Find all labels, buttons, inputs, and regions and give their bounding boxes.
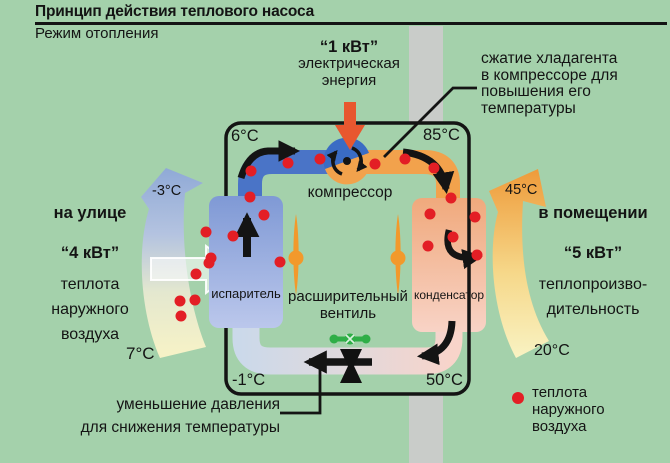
rotation-arrow-icon [351, 146, 368, 172]
inside-power-value: “5 кВт” [563, 244, 623, 262]
heat-dot [471, 249, 483, 261]
electric-input-arrow [335, 102, 365, 150]
flow-arrows [234, 140, 483, 374]
heat-dot [174, 295, 186, 307]
heat-dot [445, 192, 457, 204]
heat-dot [314, 153, 326, 165]
heat-dot [274, 256, 286, 268]
evaporator-box [209, 196, 283, 328]
expansion-valve-label-line: расширительный [288, 288, 408, 305]
heat-exchange-spindle-icons [288, 214, 406, 295]
to-compressor-arrow [237, 140, 301, 180]
heat-dot [244, 191, 256, 203]
heat-dot [258, 209, 270, 221]
heat-dot [200, 226, 212, 238]
indoor-air-in-temp: 20°C [534, 342, 570, 359]
valve-note: уменьшение давления для снижения темпера… [48, 393, 280, 439]
outside-desc-line: наружного [51, 301, 129, 318]
inside-desc-line: теплопроизво- [538, 276, 648, 293]
legend: теплота наружного воздуха [512, 384, 632, 435]
inside-label: в помещении [538, 204, 648, 222]
indoor-heat-arrow [489, 169, 549, 358]
heat-dot [282, 157, 294, 169]
outside-label: на улице [53, 204, 127, 222]
heat-dot [399, 153, 411, 165]
heat-dot [175, 310, 187, 322]
heat-dot [190, 268, 202, 280]
inside-desc-line: дительность [546, 301, 640, 318]
valve-note-line: уменьшение давления [116, 396, 280, 413]
mode-subtitle: Режим отопления [35, 25, 159, 42]
heat-dot [424, 208, 436, 220]
condenser-exit-arrow [416, 320, 456, 366]
heat-dot [469, 211, 481, 223]
heat-dot [205, 252, 217, 264]
electric-power-value: “1 кВт” [319, 38, 379, 56]
legend-text: теплота наружного воздуха [532, 384, 632, 435]
wall-lower [409, 395, 443, 463]
expansion-valve-label-line: вентиль [319, 304, 377, 322]
evaporator-label: испаритель [211, 286, 281, 301]
indoor-heat-out-temp: 45°C [505, 182, 538, 198]
legend-line: теплота [532, 384, 588, 401]
heat-dot [227, 230, 239, 242]
compressor-icon [323, 137, 371, 185]
page-title: Принцип действия теплового насоса [35, 3, 315, 20]
temp-after-compressor: 85°C [423, 126, 460, 144]
compression-note-line: в компрессоре для [481, 66, 618, 84]
legend-line: воздуха [532, 418, 587, 435]
heat-dots-layer [174, 153, 483, 322]
cold-vapor-pipe [238, 150, 346, 206]
compressor-label: компрессор [307, 184, 393, 201]
temp-after-condenser: 50°C [426, 371, 463, 389]
legend-line: наружного [532, 401, 605, 418]
heat-dot [245, 165, 257, 177]
outside-power-value: “4 кВт” [60, 244, 120, 262]
heat-dot [369, 158, 381, 170]
outdoor-air-out-temp: -3°C [152, 183, 182, 199]
title-underline [35, 22, 667, 25]
compression-note-line: повышения его [481, 83, 591, 100]
temp-after-valve: -1°C [232, 371, 266, 389]
compression-note: сжатие хладагента в компрессоре для повы… [481, 50, 618, 117]
heat-dot [189, 294, 201, 306]
outside-desc-line: воздуха [60, 326, 120, 343]
heat-dot [428, 162, 440, 174]
legend-heat-dot-icon [512, 392, 524, 404]
electric-desc-line: электрическая [298, 55, 400, 73]
outside-desc-line: теплота [60, 276, 120, 293]
compression-note-connector [383, 86, 477, 158]
heat-dot [422, 240, 434, 252]
wall-upper [409, 26, 443, 123]
temp-after-evaporator: 6°C [231, 127, 259, 145]
outdoor-air-in-temp: 7°C [126, 344, 155, 363]
compression-note-line: температуры [481, 99, 576, 117]
valve-note-line: для снижения температуры [80, 419, 280, 436]
expansion-valve-label: расширительный вентиль [276, 288, 420, 322]
valve-body-icon [340, 349, 362, 383]
compression-note-line: сжатие хладагента [481, 50, 618, 67]
condenser-label: конденсатор [413, 288, 485, 302]
expansion-valve-icon [329, 333, 371, 383]
valve-note-connector [280, 369, 322, 415]
heat-dot [447, 231, 459, 243]
electric-desc-line: энергия [321, 72, 377, 90]
electric-energy-note: “1 кВт” электрическая энергия [277, 38, 421, 90]
rotation-arrow-icon [326, 150, 343, 176]
